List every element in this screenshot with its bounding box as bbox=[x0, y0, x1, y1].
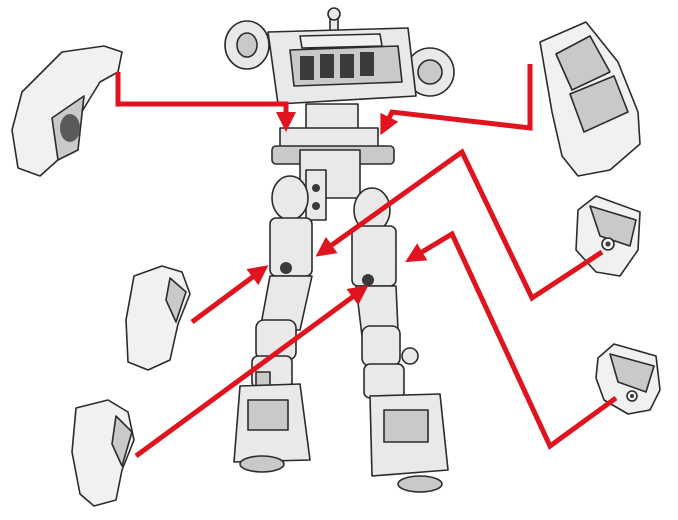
right-shoulder-armor bbox=[540, 22, 640, 176]
left-shoulder-to-left-hip-arrow bbox=[118, 72, 286, 124]
right-leg-frame bbox=[352, 226, 448, 492]
left-lower-leg-armor bbox=[72, 400, 134, 506]
robot-frame bbox=[225, 8, 454, 492]
left-leg-frame bbox=[234, 218, 312, 472]
left-hip-joint bbox=[272, 176, 308, 220]
left-shoulder-rotor bbox=[225, 21, 269, 69]
left-shoulder-armor bbox=[12, 46, 122, 176]
left-upper-armor-to-left-thigh-arrow bbox=[192, 270, 262, 322]
left-upper-leg-armor bbox=[126, 266, 190, 370]
chest-block bbox=[268, 28, 416, 104]
